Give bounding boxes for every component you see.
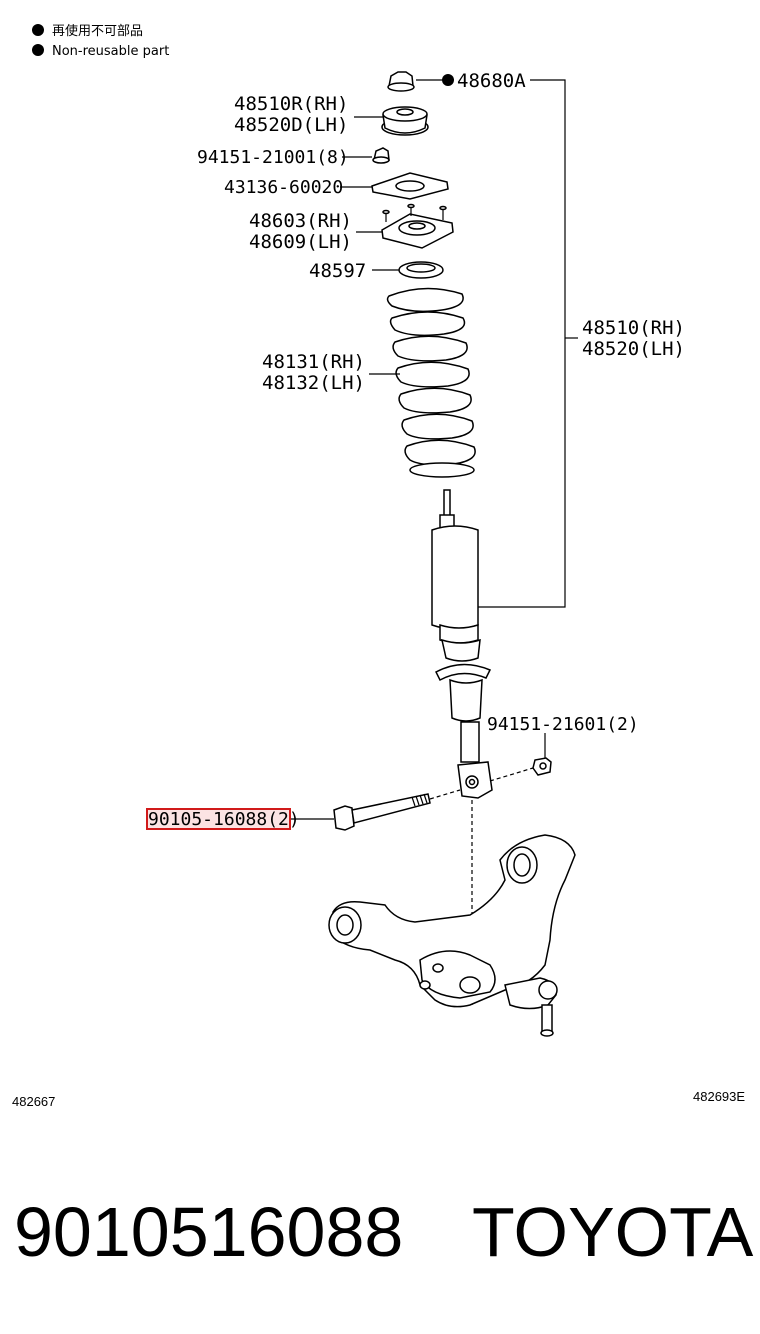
- mount-48603-part: [381, 203, 454, 249]
- label-48603[interactable]: 48603(RH): [249, 210, 352, 232]
- illustration-code-left: 482667: [12, 1094, 55, 1109]
- label-48520lh[interactable]: 48520(LH): [582, 338, 685, 360]
- label-94151-21601[interactable]: 94151-21601(2): [487, 714, 639, 735]
- label-48132[interactable]: 48132(LH): [262, 372, 365, 394]
- nut-94151-21001-part: [372, 147, 390, 164]
- footer-brand: TOYOTA: [472, 1193, 754, 1271]
- coil-spring-part: [386, 287, 476, 478]
- seat-48597-part: [398, 261, 444, 279]
- non-reusable-bullet-icon: [442, 74, 454, 86]
- label-48510rh[interactable]: 48510(RH): [582, 317, 685, 339]
- illustration-code-right: 482693E: [693, 1089, 745, 1104]
- label-48597[interactable]: 48597: [309, 260, 366, 282]
- label-48131[interactable]: 48131(RH): [262, 351, 365, 373]
- label-48680a[interactable]: 48680A: [457, 70, 526, 92]
- bolt-90105-16088-part: [333, 793, 431, 831]
- nut-94151-21601-part: [532, 757, 552, 776]
- label-48609[interactable]: 48609(LH): [249, 231, 352, 253]
- legend-line-en: Non-reusable part: [52, 44, 169, 59]
- label-48520d[interactable]: 48520D(LH): [234, 114, 348, 136]
- lower-arm-part: [328, 834, 576, 1037]
- nut-48680a-part: [387, 71, 415, 92]
- axis-dash-bolt: [429, 789, 461, 800]
- footer-part-number: 9010516088: [14, 1193, 403, 1271]
- highlight-box: [146, 808, 291, 830]
- assembly-bracket-line: [475, 79, 566, 608]
- label-43136[interactable]: 43136-60020: [224, 177, 343, 198]
- shock-absorber-part: [431, 489, 493, 799]
- legend-bullet-icon: [32, 24, 44, 36]
- legend-line-jp: 再使用不可部品: [52, 23, 143, 39]
- label-48510r[interactable]: 48510R(RH): [234, 93, 348, 115]
- legend-bullet-icon: [32, 44, 44, 56]
- label-94151-21001[interactable]: 94151-21001(8): [197, 147, 349, 168]
- label-90105-16088[interactable]: 90105-16088(2): [148, 809, 300, 830]
- axis-dash-nut: [489, 767, 534, 782]
- bushing-48510r-part: [381, 106, 429, 136]
- plate-43136-part: [371, 172, 449, 200]
